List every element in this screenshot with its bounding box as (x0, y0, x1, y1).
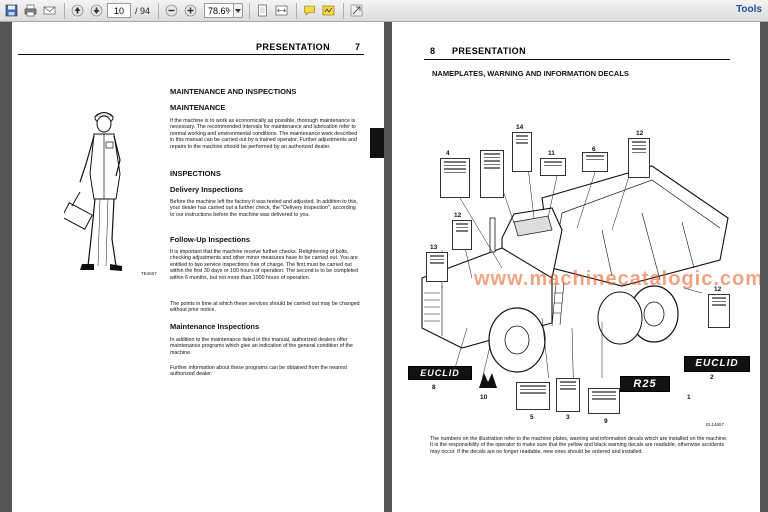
figure-code: EL14657 (706, 422, 725, 427)
toolbar-divider (249, 2, 251, 19)
maintenance-paragraph: If the machine is to work as economicall… (170, 118, 358, 150)
decal-4 (440, 158, 470, 198)
model-plate-r25: R25 (620, 376, 670, 392)
save-icon[interactable] (3, 2, 20, 19)
callout-13: 13 (430, 244, 438, 251)
delivery-heading: Delivery Inspections (170, 185, 243, 194)
callout-11: 11 (548, 150, 555, 157)
zoom-out-icon[interactable] (163, 2, 180, 19)
decal-5 (516, 382, 550, 410)
callout-12-right: 12 (714, 286, 722, 293)
comment-icon[interactable] (301, 2, 318, 19)
inspections-heading: INSPECTIONS (170, 169, 221, 178)
callout-12-top: 12 (636, 130, 644, 137)
fit-page-icon[interactable] (254, 2, 271, 19)
sign-icon[interactable] (320, 2, 337, 19)
followup-paragraph-2: The points in time at which these servic… (170, 301, 360, 314)
toolbar-divider (343, 2, 345, 19)
watermark: www.machinecatalogic.com (474, 268, 760, 290)
section-tab-marker (370, 128, 384, 158)
callout-10: 10 (480, 394, 488, 401)
decal-5-top (480, 150, 504, 198)
mechanic-illustration (64, 112, 122, 271)
decal-9 (588, 388, 620, 414)
toolbar-divider (296, 2, 298, 19)
chevron-down-icon (235, 8, 242, 13)
decal-12-left (452, 220, 472, 250)
delivery-paragraph: Before the machine left the factory it w… (170, 199, 358, 218)
page-total: / 94 (135, 5, 151, 16)
vme-logo (479, 373, 497, 388)
tools-menu[interactable]: Tools (736, 4, 762, 15)
callout-3: 3 (566, 414, 570, 421)
toolbar-divider (158, 2, 160, 19)
euclid-plate-2: EUCLID (684, 356, 750, 372)
callout-8: 8 (432, 384, 436, 391)
decal-13 (426, 252, 448, 282)
page-number: 7 (354, 42, 360, 52)
zoom-dropdown[interactable] (234, 3, 244, 18)
euclid-plate-8: EUCLID (408, 366, 472, 380)
maintenance-inspections-heading: Maintenance Inspections (170, 322, 260, 331)
arrow-up-icon[interactable] (69, 2, 86, 19)
footer-paragraph: The numbers on the illustration refer to… (430, 436, 728, 455)
callout-4: 4 (446, 150, 450, 157)
figure-code: TE4607 (141, 271, 157, 276)
maintenance-inspections-paragraph: In addition to the maintenance listed in… (170, 337, 353, 356)
callout-5: 5 (530, 414, 534, 421)
zoom-input[interactable] (204, 3, 235, 18)
page-left: PRESENTATION 7 TE4607 (12, 22, 384, 512)
decal-6 (582, 152, 608, 172)
decal-11 (540, 158, 566, 176)
maintenance-inspections-paragraph-2: Further information about these programs… (170, 365, 347, 378)
decal-12-top (628, 138, 650, 178)
page-header-title: PRESENTATION (452, 46, 526, 56)
print-icon[interactable] (22, 2, 39, 19)
fit-width-icon[interactable] (273, 2, 290, 19)
decal-14 (512, 132, 532, 172)
callout-14: 14 (516, 124, 524, 131)
page-right: 8 PRESENTATION NAMEPLATES, WARNING AND I… (392, 22, 760, 512)
followup-paragraph: It is important that the machine receive… (170, 249, 359, 281)
page-number: 8 (430, 46, 436, 56)
section-title: NAMEPLATES, WARNING AND INFORMATION DECA… (432, 69, 629, 78)
email-icon[interactable] (41, 2, 58, 19)
expand-icon[interactable] (348, 2, 365, 19)
callout-6: 6 (592, 146, 596, 153)
arrow-down-icon[interactable] (88, 2, 105, 19)
followup-heading: Follow-Up Inspections (170, 235, 250, 244)
dump-truck-illustration (421, 147, 729, 378)
section-title: MAINTENANCE AND INSPECTIONS (170, 87, 297, 96)
page-header: 8 PRESENTATION (424, 46, 730, 60)
decal-3 (556, 378, 580, 412)
document-area[interactable]: PRESENTATION 7 TE4607 (0, 22, 768, 512)
toolbar-divider (64, 2, 65, 19)
page-header: PRESENTATION 7 (18, 42, 364, 55)
callout-12-left: 12 (454, 212, 462, 219)
page-header-title: PRESENTATION (256, 42, 330, 52)
decal-12-right (708, 294, 730, 328)
callout-9: 9 (604, 418, 608, 425)
toolbar: / 94 Tools (0, 0, 768, 22)
maintenance-heading: MAINTENANCE (170, 103, 226, 112)
callout-2: 2 (710, 374, 714, 381)
zoom-in-icon[interactable] (182, 2, 199, 19)
callout-1: 1 (687, 394, 691, 401)
page-number-input[interactable] (107, 3, 131, 18)
